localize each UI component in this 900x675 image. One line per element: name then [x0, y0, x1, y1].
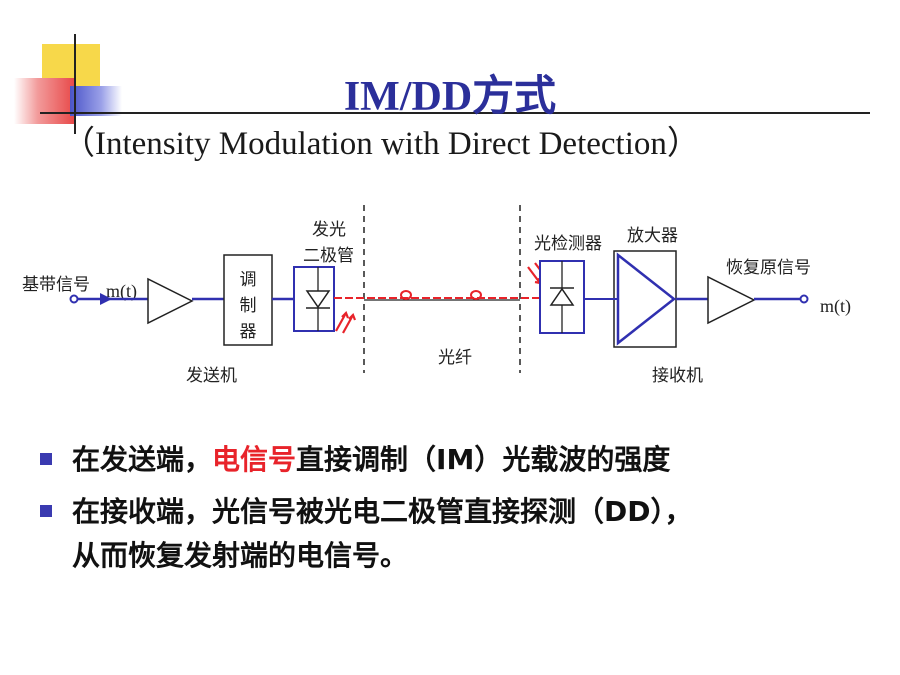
bullet-list: 在发送端，电信号直接调制（IM）光载波的强度 在接收端，光信号被光电二极管直接探… — [36, 438, 866, 586]
im-dd-system-diagram: 基带信号 m(t) 调 制 器 发光 二极管 光纤 光检测器 放大器 恢复原信号 — [22, 205, 851, 386]
bullet-2-line-2: 从而恢复发射端的电信号。 — [72, 539, 409, 572]
photodiode-icon — [549, 287, 575, 306]
amplifier-label: 放大器 — [627, 226, 678, 246]
page-title: IM/DD方式 — [343, 74, 557, 120]
detector-label: 光检测器 — [534, 234, 602, 254]
modulator-box — [223, 254, 273, 346]
bullet-item-1: 在发送端，电信号直接调制（IM）光载波的强度 — [36, 438, 866, 482]
fiber-coil-icon — [400, 290, 412, 300]
bullet-1-highlight: 电信号 — [212, 443, 297, 476]
decor-horizontal-line — [40, 112, 870, 114]
bullet-square-icon — [40, 453, 52, 465]
decor-blue-square — [70, 86, 122, 116]
transmitter-label: 发送机 — [186, 366, 237, 386]
bullet-1-text-end: 直接调制（IM）光载波的强度 — [296, 443, 671, 476]
decor-vertical-line — [74, 34, 76, 134]
fiber-coil-icon — [470, 290, 482, 300]
bullet-square-icon — [40, 505, 52, 517]
input-label: 基带信号 — [22, 275, 90, 295]
output-label: 恢复原信号 — [726, 258, 811, 278]
modulator-char-1: 调 — [240, 270, 257, 290]
led-diode-icon — [305, 290, 331, 309]
output-terminal — [799, 294, 809, 304]
emitted-light-icon — [335, 311, 357, 334]
decor-red-square — [14, 78, 74, 124]
input-terminal — [69, 294, 79, 304]
input-arrow-icon — [100, 293, 112, 305]
output-buffer-icon — [707, 275, 756, 325]
input-signal-label: m(t) — [106, 281, 137, 302]
driver-amplifier-icon — [147, 277, 194, 325]
emitter-label-line2: 二极管 — [303, 246, 354, 266]
modulator-char-3: 器 — [240, 322, 257, 342]
emitter-label-line1: 发光 — [312, 220, 346, 240]
page-subtitle: （Intensity Modulation with Direct Detect… — [62, 126, 700, 162]
output-signal-label: m(t) — [820, 296, 851, 317]
bullet-1-text-start: 在发送端， — [72, 443, 213, 476]
bullet-item-2: 在接收端，光信号被光电二极管直接探测（DD）， 从而恢复发射端的电信号。 — [36, 490, 866, 578]
receiver-label: 接收机 — [652, 366, 703, 386]
fiber-label: 光纤 — [438, 348, 472, 368]
modulator-char-2: 制 — [240, 296, 257, 316]
bullet-2-line-1: 在接收端，光信号被光电二极管直接探测（DD）， — [72, 495, 693, 528]
